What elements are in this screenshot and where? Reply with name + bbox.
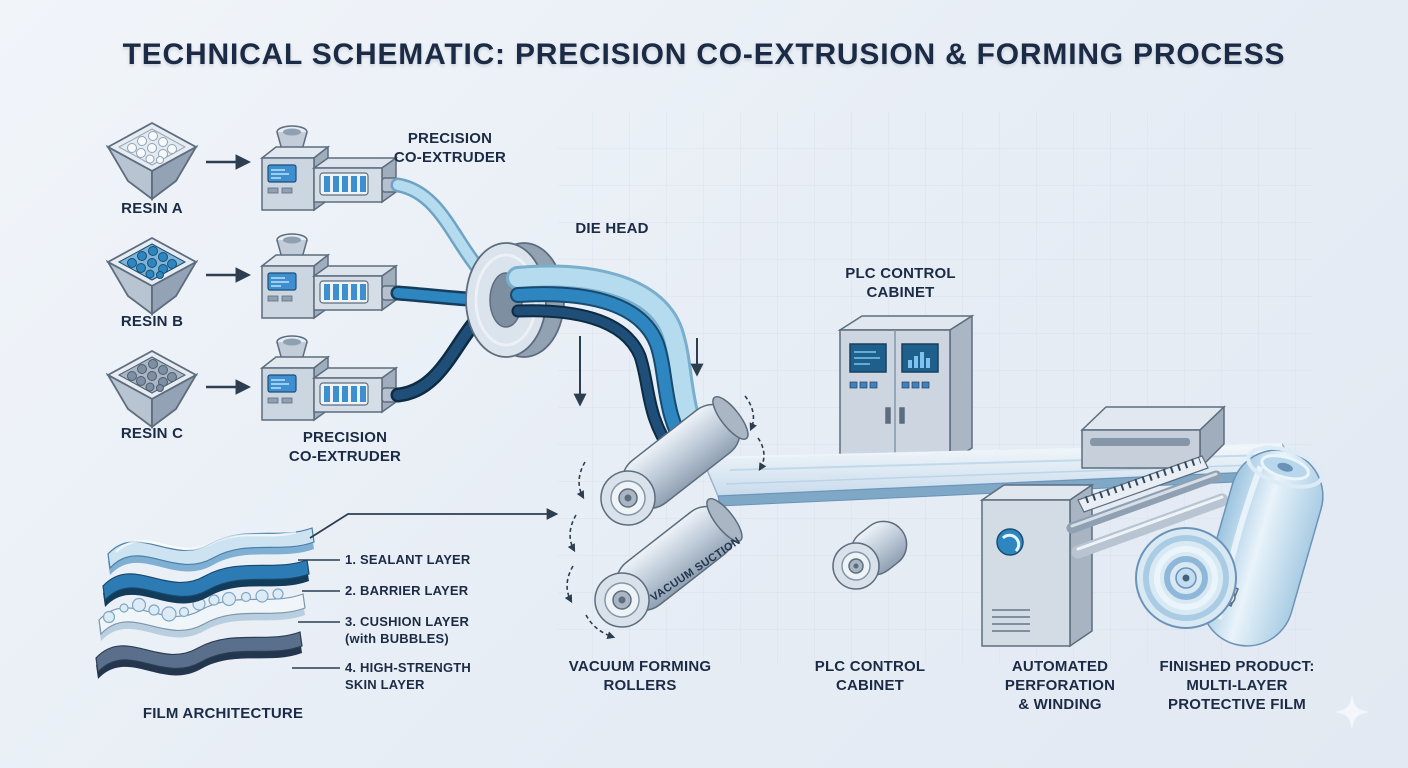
resin-c-label: RESIN C bbox=[120, 425, 184, 442]
label-line: 1. SEALANT LAYER bbox=[345, 552, 471, 567]
perforation-winding-label: AUTOMATED PERFORATION & WINDING bbox=[996, 657, 1124, 715]
resin-a-label: RESIN A bbox=[121, 200, 183, 217]
co-extruder-2 bbox=[261, 233, 399, 319]
plc-cabinet-bottom-label: PLC CONTROL CABINET bbox=[806, 657, 934, 695]
label-line: CO-EXTRUDER bbox=[393, 149, 507, 167]
label-line: PLC CONTROL bbox=[814, 658, 926, 675]
label-line: CO-EXTRUDER bbox=[288, 448, 402, 466]
sparkle-icon bbox=[1334, 694, 1370, 730]
resin-b-hopper bbox=[107, 237, 197, 315]
film-architecture-stack bbox=[95, 527, 315, 679]
label-line: ROLLERS bbox=[603, 677, 677, 695]
layer-callout-lines bbox=[292, 559, 340, 669]
label-line: PRECISION bbox=[407, 130, 493, 147]
co-extruded-streams bbox=[506, 264, 715, 462]
vacuum-rollers-label: VACUUM FORMING ROLLERS bbox=[556, 657, 724, 695]
suction-arrows bbox=[564, 395, 767, 640]
film-layer-2-label: 2. BARRIER LAYER bbox=[345, 583, 505, 600]
resin-a-hopper bbox=[107, 122, 197, 200]
die-head-label: DIE HEAD bbox=[575, 220, 649, 237]
film-stack-leader-arrow bbox=[309, 508, 559, 539]
plc-cabinet-top-label: PLC CONTROL CABINET bbox=[828, 264, 973, 302]
label-line: (with BUBBLES) bbox=[345, 630, 449, 646]
label-line: 4. HIGH-STRENGTH bbox=[345, 660, 471, 675]
co-extruder-1 bbox=[261, 125, 399, 211]
finished-product-label: FINISHED PRODUCT: MULTI-LAYER PROTECTIVE… bbox=[1158, 657, 1316, 715]
co-extruder-bottom-label: PRECISION CO-EXTRUDER bbox=[275, 428, 415, 466]
flow-arrows bbox=[573, 336, 704, 407]
vacuum-forming-roller-top bbox=[600, 395, 749, 526]
label-line: & WINDING bbox=[1018, 696, 1102, 714]
wound-film-coil bbox=[1135, 527, 1237, 629]
label-line: 3. CUSHION LAYER bbox=[345, 614, 470, 629]
film-architecture-label: FILM ARCHITECTURE bbox=[142, 705, 304, 722]
cushion-bubbles bbox=[102, 588, 284, 624]
co-extruder-3 bbox=[261, 335, 399, 421]
label-line: PLC CONTROL bbox=[845, 265, 956, 282]
label-line: SKIN LAYER bbox=[345, 676, 425, 692]
label-line: PROTECTIVE FILM bbox=[1168, 696, 1306, 714]
label-line: AUTOMATED bbox=[1011, 658, 1109, 675]
label-line: FINISHED PRODUCT: bbox=[1159, 658, 1315, 675]
page-title: TECHNICAL SCHEMATIC: PRECISION CO-EXTRUS… bbox=[122, 38, 1286, 71]
perforation-winding-machine bbox=[979, 405, 1229, 648]
plc-control-cabinet bbox=[837, 314, 975, 464]
resin-feed-arrows bbox=[206, 154, 252, 395]
label-line: PRECISION bbox=[302, 429, 388, 446]
film-layer-3-label: 3. CUSHION LAYER (with BUBBLES) bbox=[345, 614, 505, 647]
idler-roller bbox=[832, 520, 908, 590]
label-line: PERFORATION bbox=[1004, 677, 1116, 695]
film-layer-4-label: 4. HIGH-STRENGTH SKIN LAYER bbox=[345, 660, 505, 693]
label-line: 2. BARRIER LAYER bbox=[345, 583, 469, 598]
resin-c-hopper bbox=[107, 350, 197, 428]
label-line: VACUUM FORMING bbox=[568, 658, 712, 675]
label-line: CABINET bbox=[866, 284, 935, 302]
label-line: MULTI-LAYER bbox=[1186, 677, 1288, 695]
label-line: CABINET bbox=[835, 677, 905, 695]
co-extruder-top-label: PRECISION CO-EXTRUDER bbox=[385, 129, 515, 167]
vacuum-forming-roller-bottom bbox=[594, 497, 743, 628]
film-layer-1-label: 1. SEALANT LAYER bbox=[345, 552, 505, 569]
resin-b-label: RESIN B bbox=[120, 313, 184, 330]
